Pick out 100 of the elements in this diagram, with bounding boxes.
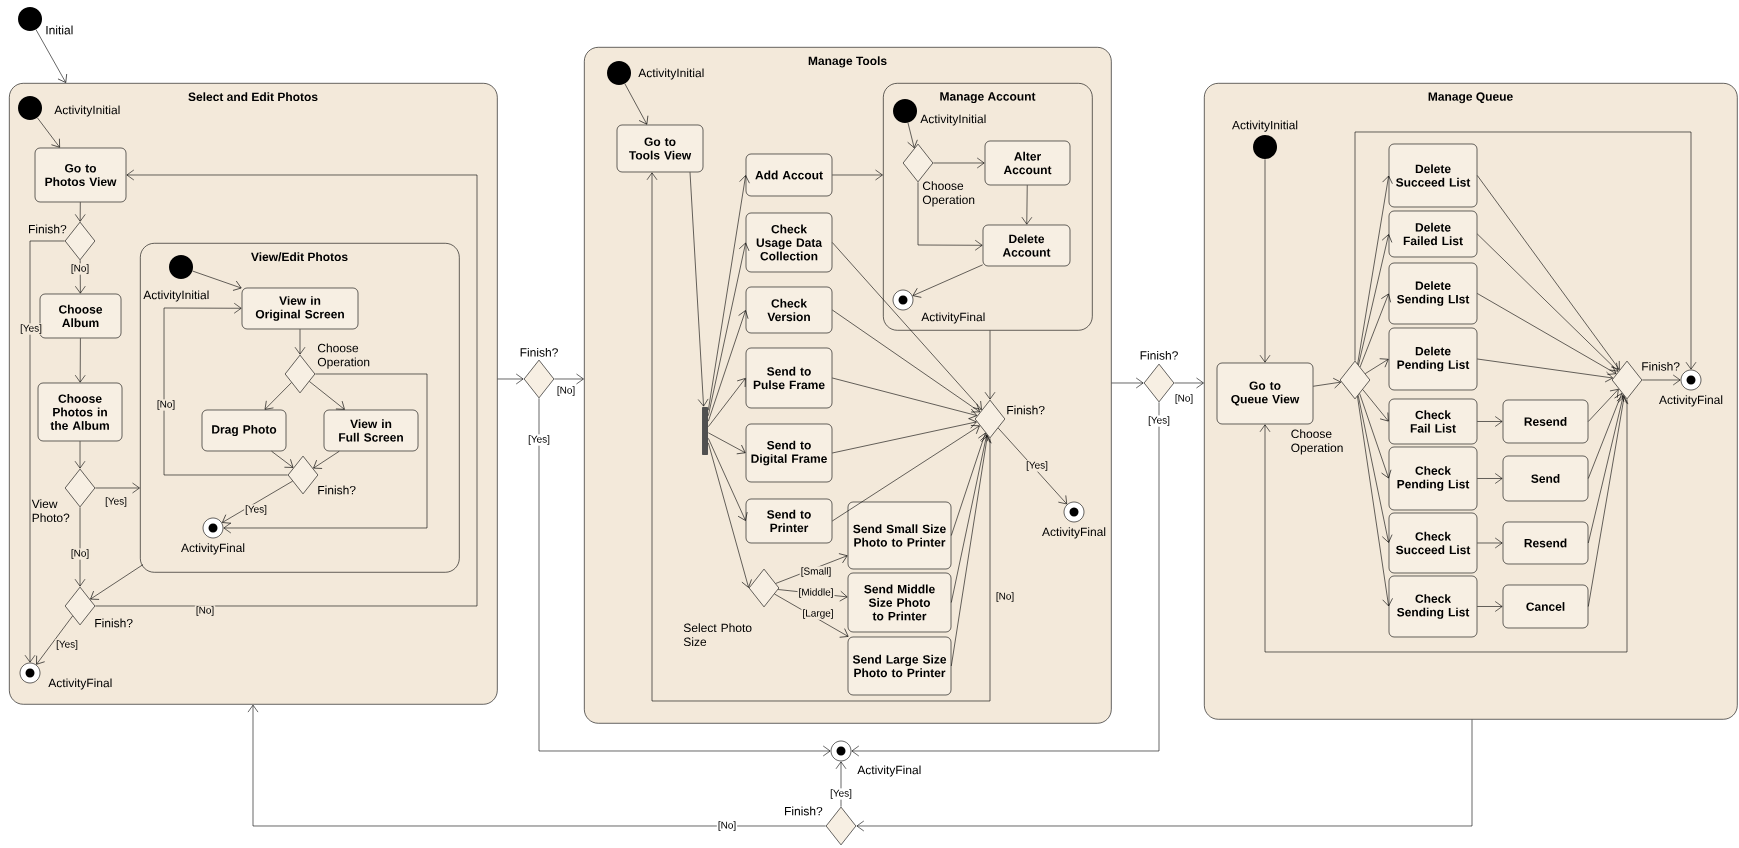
- node-label: ActivityFinal: [921, 312, 985, 324]
- decision-diamond: [1339, 360, 1371, 400]
- arrow: [984, 330, 996, 400]
- arrow: [222, 480, 293, 524]
- node-label: ActivityFinal: [857, 765, 921, 777]
- edge-label: [Small]: [799, 566, 833, 578]
- arrow: [37, 117, 60, 148]
- edge-label: [No]: [1173, 393, 1195, 405]
- action-box: Cancel: [1502, 584, 1589, 629]
- arrow: [689, 172, 709, 407]
- fork-bar: [702, 407, 708, 455]
- arrow: [538, 398, 831, 757]
- action-box: Drag Photo: [201, 409, 287, 452]
- arrow: [1477, 416, 1503, 427]
- arrow: [832, 377, 978, 419]
- arrow: [646, 172, 991, 702]
- edge-label: [Middle]: [797, 587, 835, 599]
- node-label: ActivityInitial: [638, 68, 704, 80]
- arrow: [1174, 377, 1204, 389]
- node-label: ActivityFinal: [1659, 395, 1723, 407]
- action-box: Delete Failed List: [1388, 210, 1478, 258]
- arrow: [832, 169, 883, 181]
- arrow: [554, 373, 584, 385]
- arrow: [1588, 393, 1625, 479]
- action-box: Check Sending List: [1388, 575, 1478, 638]
- arrow: [1477, 233, 1619, 372]
- arrow: [912, 264, 983, 298]
- action-box: Check Succeed List: [1388, 512, 1478, 574]
- arrow: [1021, 185, 1033, 225]
- arrow: [1477, 601, 1503, 612]
- action-box: Delete Succeed List: [1388, 143, 1478, 208]
- arrow: [223, 373, 428, 534]
- arrow: [832, 418, 977, 454]
- arrow: [74, 507, 86, 587]
- edge-label: [No]: [69, 548, 91, 560]
- arrow: [24, 240, 65, 663]
- arrow: [832, 309, 980, 413]
- arrow: [1642, 374, 1681, 386]
- arrow: [708, 378, 746, 427]
- action-box: Send Large Size Photo to Printer: [847, 636, 952, 696]
- action-box: Alter Account: [984, 140, 1071, 186]
- arrow: [708, 310, 749, 422]
- arrow: [1357, 175, 1393, 365]
- arrow: [294, 329, 306, 355]
- action-box: Send to Pulse Frame: [745, 347, 833, 409]
- node-label: Finish?: [1007, 405, 1045, 415]
- arrow: [997, 427, 1068, 505]
- node-label: Select Photo Size: [683, 623, 752, 647]
- arrow: [74, 202, 86, 222]
- arrow: [1111, 377, 1144, 389]
- arrow: [74, 338, 86, 383]
- action-box: View in Original Screen: [241, 287, 359, 330]
- arrow: [1364, 358, 1389, 374]
- node-label: View Photo?: [31, 499, 70, 523]
- arrow: [95, 482, 140, 494]
- arrow: [1477, 293, 1617, 375]
- arrow: [35, 29, 67, 83]
- edge-label: [Yes]: [55, 639, 79, 651]
- arrow: [835, 761, 847, 807]
- arrow: [832, 242, 982, 410]
- node-label: Finish?: [95, 618, 133, 628]
- node-label: ActivityInitial: [1232, 120, 1298, 132]
- node-label: Initial: [46, 25, 73, 35]
- arrow: [1359, 393, 1392, 479]
- action-box: Delete Pending List: [1388, 327, 1478, 391]
- node-label: Finish?: [29, 224, 67, 234]
- node-label: ActivityInitial: [143, 290, 209, 302]
- arrow: [624, 83, 649, 125]
- edge-label: [Yes]: [829, 788, 853, 800]
- arrow: [1362, 389, 1389, 422]
- action-box: Choose Photos in the Album: [37, 382, 123, 442]
- arrow: [36, 615, 73, 665]
- note-label: Choose Operation: [1291, 429, 1343, 455]
- arrow: [708, 438, 748, 521]
- edge-label: [Yes]: [104, 496, 128, 508]
- arrow: [708, 242, 750, 416]
- arrow: [851, 402, 1160, 757]
- edge-label: [No]: [194, 605, 216, 617]
- arrow: [774, 593, 849, 638]
- action-box: Check Version: [745, 286, 833, 334]
- arrow: [951, 434, 991, 603]
- action-box: Send to Printer: [745, 498, 833, 544]
- arrow: [708, 175, 750, 411]
- arrow: [247, 704, 826, 827]
- arrow: [192, 270, 242, 291]
- action-box: Go to Queue View: [1216, 362, 1314, 425]
- node-label: ActivityFinal: [181, 543, 245, 555]
- node-label: Finish?: [520, 347, 558, 357]
- arrow: [933, 157, 985, 169]
- edge-label: [No]: [555, 385, 577, 397]
- node-label: ActivityInitial: [920, 114, 986, 126]
- arrow: [1357, 395, 1393, 607]
- arrow: [1259, 399, 1628, 653]
- arrow: [708, 442, 752, 588]
- edge-label: [Large]: [801, 608, 835, 620]
- arrow: [1357, 395, 1393, 543]
- action-box: Send Middle Size Photo to Printer: [847, 572, 952, 633]
- arrow: [832, 425, 980, 522]
- node-label: Finish?: [1642, 361, 1680, 371]
- arrow: [1588, 388, 1619, 422]
